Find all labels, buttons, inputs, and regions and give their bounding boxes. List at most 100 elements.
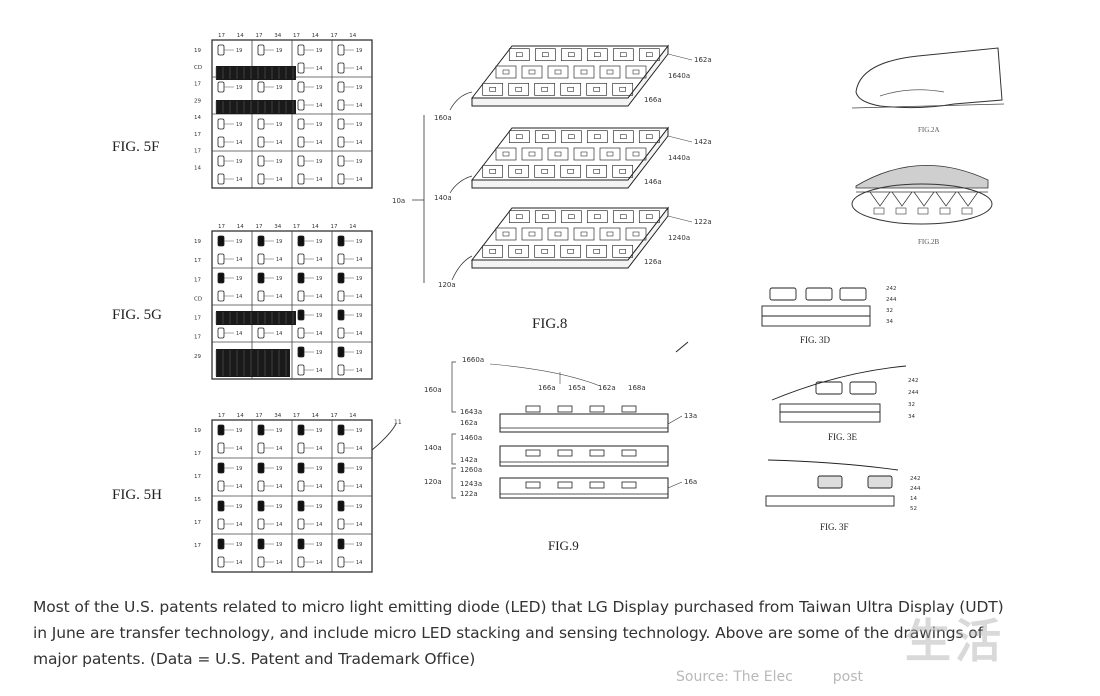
cell-label: 14 bbox=[276, 560, 282, 566]
led-chip bbox=[297, 480, 305, 492]
arrow-line bbox=[449, 175, 473, 194]
cell-label: 14 bbox=[316, 484, 322, 490]
panel-led bbox=[554, 151, 562, 157]
led-chip bbox=[867, 475, 893, 489]
panel-led bbox=[620, 214, 627, 219]
prism-shape bbox=[957, 191, 979, 207]
cell-label: 19 bbox=[356, 466, 362, 472]
cell-label: 19 bbox=[316, 542, 322, 548]
panel-led bbox=[593, 169, 600, 174]
fig2b-label: FIG.2B bbox=[918, 238, 940, 246]
fig9-layer bbox=[499, 445, 669, 467]
cell-label: 14 bbox=[236, 294, 242, 300]
cell-label: 14 bbox=[236, 446, 242, 452]
panel-led bbox=[594, 52, 601, 57]
cell-label: 14 bbox=[236, 331, 242, 337]
led-chip bbox=[297, 118, 305, 130]
led-chip bbox=[297, 235, 305, 247]
cell-label: 19 bbox=[236, 276, 242, 282]
cell-label: 14 bbox=[236, 257, 242, 263]
panel-cell bbox=[612, 244, 634, 258]
cell-label: 19 bbox=[356, 85, 362, 91]
panel-led bbox=[489, 87, 496, 92]
panel-cell bbox=[625, 227, 647, 241]
led-chip bbox=[337, 235, 345, 247]
fig9-label: 1643a bbox=[460, 408, 482, 416]
grid-row-label: 17 bbox=[194, 277, 201, 283]
cell-label: 14 bbox=[316, 257, 322, 263]
cell-label: 19 bbox=[276, 239, 282, 245]
panel-cell bbox=[586, 244, 608, 258]
panel-cell bbox=[599, 147, 621, 161]
panel-led bbox=[619, 87, 626, 92]
panel-led bbox=[528, 151, 536, 157]
cell-label: 19 bbox=[356, 350, 362, 356]
led-chip bbox=[297, 272, 305, 284]
led-chip bbox=[297, 290, 305, 302]
fig8-label-160: 160a bbox=[434, 114, 452, 122]
panel-led bbox=[568, 214, 575, 219]
led-chip bbox=[217, 173, 225, 185]
fig3-label: 32 bbox=[908, 402, 915, 408]
led-chip bbox=[297, 518, 305, 530]
led-chip bbox=[217, 235, 225, 247]
cell-label: 19 bbox=[236, 239, 242, 245]
fig9-led bbox=[557, 481, 573, 489]
prism-shape bbox=[913, 191, 935, 207]
cell-label: 14 bbox=[276, 257, 282, 263]
led-chip bbox=[217, 500, 225, 512]
led-chip bbox=[337, 518, 345, 530]
panel-led bbox=[620, 52, 627, 57]
fig9-label: 1460a bbox=[460, 434, 482, 442]
fig8-label-140: 140a bbox=[434, 194, 452, 202]
fig8-label: 166a bbox=[644, 96, 662, 104]
panel-cell bbox=[573, 147, 595, 161]
fig9-led bbox=[557, 449, 573, 457]
cell-label: 19 bbox=[356, 239, 362, 245]
fig3-label: 242 bbox=[908, 378, 919, 384]
panel-cell bbox=[612, 48, 634, 62]
fig3-label: 244 bbox=[908, 390, 919, 396]
grid-top-label: 14 bbox=[349, 224, 356, 230]
panel-cell bbox=[573, 65, 595, 79]
led-chip bbox=[817, 475, 843, 489]
panel-led bbox=[515, 169, 522, 174]
panel-cell bbox=[482, 244, 504, 258]
nail-line bbox=[879, 89, 945, 97]
cell-label: 19 bbox=[316, 122, 322, 128]
fig9-top-label: 166a bbox=[538, 384, 556, 392]
grid-row-label: 17 bbox=[194, 451, 201, 457]
fig3-label: 242 bbox=[910, 476, 921, 482]
led-chip bbox=[257, 556, 265, 568]
led-chip bbox=[217, 480, 225, 492]
led-chip bbox=[337, 346, 345, 358]
panel-led bbox=[502, 69, 510, 75]
arrow-line bbox=[371, 423, 397, 451]
led-chip bbox=[217, 272, 225, 284]
cell-label: 19 bbox=[276, 85, 282, 91]
cell-label: 14 bbox=[356, 257, 362, 263]
sensor-cell bbox=[939, 207, 951, 215]
cell-label: 19 bbox=[356, 313, 362, 319]
led-chip bbox=[257, 500, 265, 512]
panel-led bbox=[568, 52, 575, 57]
led-chip bbox=[217, 518, 225, 530]
led-chip bbox=[769, 287, 797, 301]
led-chip bbox=[337, 364, 345, 376]
panel-cell bbox=[612, 210, 634, 224]
cell-label: 14 bbox=[356, 560, 362, 566]
fig9-top-label: 168a bbox=[628, 384, 646, 392]
caption-line-2: in June are transfer technology, and inc… bbox=[33, 624, 983, 642]
fig9-bracket bbox=[451, 467, 456, 499]
led-chip bbox=[337, 538, 345, 550]
grid-top-label: 14 bbox=[312, 413, 319, 419]
fig9-cross-section: 1660a160a1643a162a1460a140a142a1260a120a… bbox=[424, 356, 697, 499]
panel-led bbox=[632, 69, 640, 75]
fig8-label: 1640a bbox=[668, 72, 690, 80]
grid-top-label: 17 bbox=[293, 33, 300, 39]
led-chip bbox=[257, 462, 265, 474]
led-chip bbox=[839, 287, 867, 301]
cell-label: 19 bbox=[356, 504, 362, 510]
fig9-label: 13a bbox=[684, 412, 697, 420]
